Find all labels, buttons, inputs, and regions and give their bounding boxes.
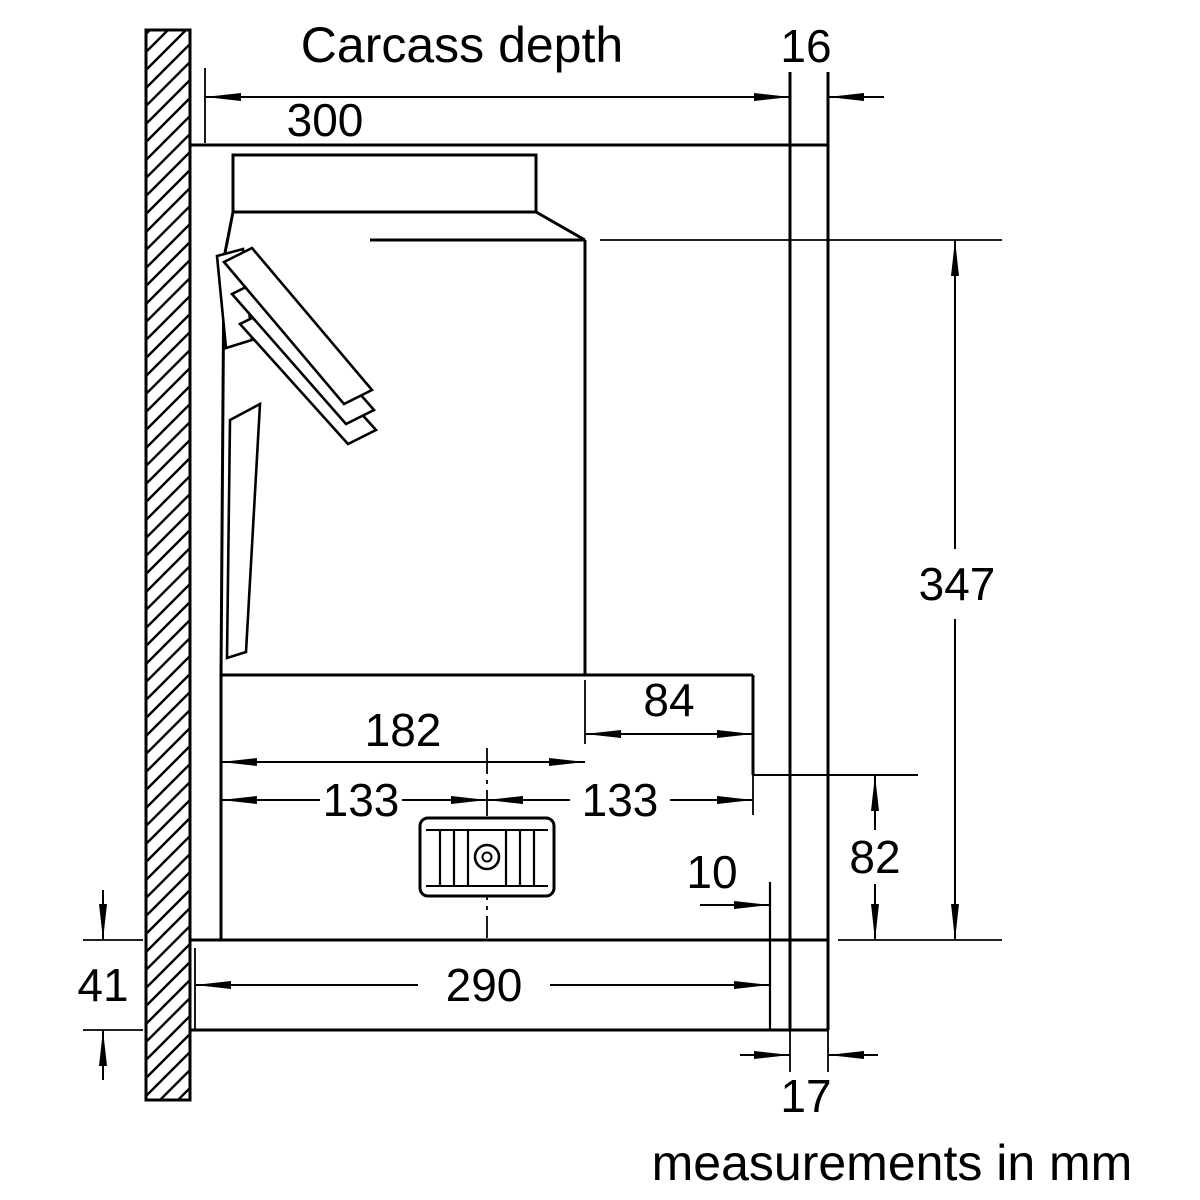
dim-label-133-left: 133 (323, 774, 400, 826)
dimension-lines (99, 93, 959, 1080)
dim-label-133-right: 133 (582, 774, 659, 826)
body-left-line (219, 211, 235, 940)
dim-label-17: 17 (780, 1070, 831, 1122)
title-carcass-depth: Carcass depth (301, 17, 623, 73)
visor-fin-1 (221, 246, 375, 406)
mounting-box (231, 153, 538, 214)
telescopic-visor (215, 246, 379, 660)
hood-body (219, 153, 918, 1030)
dim-label-347: 347 (919, 558, 996, 610)
dim-label-84: 84 (643, 674, 694, 726)
dim-label-41: 41 (77, 959, 128, 1011)
wall-hatch (144, 28, 192, 1102)
footer-units-note: measurements in mm (652, 1135, 1133, 1191)
dim-label-16: 16 (780, 20, 831, 72)
spigot-knob (473, 843, 501, 871)
carcass-outline (190, 72, 830, 1032)
dimension-labels: Carcass depth 300 16 347 84 182 133 133 … (77, 17, 1132, 1191)
dim-label-300: 300 (287, 94, 364, 146)
duct-spigot (418, 748, 556, 938)
shoulder-line (535, 210, 586, 242)
extension-lines (83, 68, 1002, 1072)
wall-section (144, 28, 192, 1102)
spigot-knob-center (481, 851, 493, 863)
dim-label-82: 82 (849, 831, 900, 883)
dim-label-182: 182 (365, 704, 442, 756)
dim-label-290: 290 (446, 959, 523, 1011)
visor-front-panel (225, 401, 262, 660)
dim-label-10: 10 (686, 846, 737, 898)
